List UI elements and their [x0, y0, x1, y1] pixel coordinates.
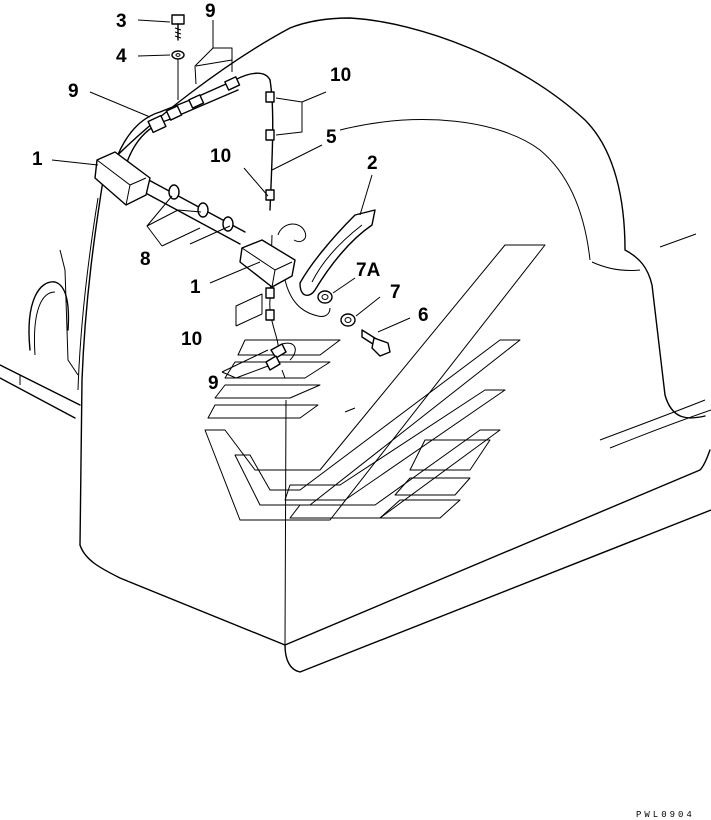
drawing-code: PWL0904 [636, 810, 695, 820]
washer-4 [171, 50, 185, 60]
callout-4: 4 [116, 46, 127, 67]
callout-9-lower: 9 [208, 373, 219, 394]
decal-stripes [204, 244, 546, 521]
callout-2: 2 [367, 153, 378, 174]
work-lamp-upper [94, 151, 151, 206]
callout-10-lower: 10 [181, 329, 202, 350]
callout-10-middle: 10 [210, 146, 231, 167]
lamp-assembly [94, 14, 391, 379]
bracket-2 [299, 209, 376, 296]
callout-1-upper: 1 [32, 149, 43, 170]
callout-1-middle: 1 [190, 277, 201, 298]
callout-10-top: 10 [330, 65, 351, 86]
callout-5: 5 [326, 127, 337, 148]
work-lamp-middle [239, 239, 296, 288]
callout-9-left: 9 [68, 81, 79, 102]
washer-7 [340, 313, 356, 327]
callout-9-top: 9 [205, 1, 216, 22]
callout-8: 8 [140, 249, 151, 270]
leader-lines [51, 19, 411, 379]
callout-7a: 7A [356, 260, 381, 281]
washer-7a [317, 290, 333, 304]
callout-3: 3 [116, 11, 127, 32]
bolt-6 [361, 329, 391, 357]
machine-body [0, 17, 711, 673]
bolt-3 [171, 14, 185, 41]
callout-6: 6 [418, 305, 429, 326]
callout-7: 7 [390, 282, 401, 303]
callouts: 1 1 2 3 4 5 6 7 7A 8 9 9 9 10 10 10 [32, 1, 429, 394]
